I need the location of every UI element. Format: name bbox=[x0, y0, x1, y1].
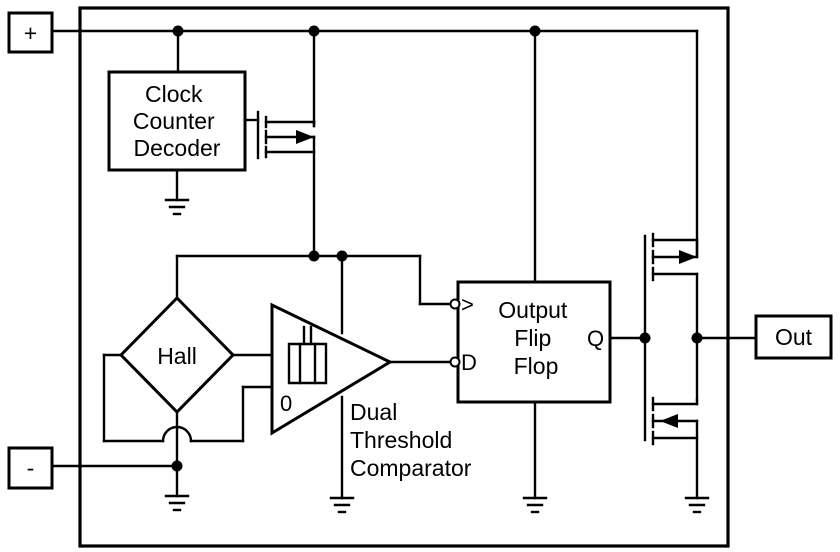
comparator-caption-line-1: Dual bbox=[350, 399, 397, 425]
pmos-switch-top bbox=[243, 110, 316, 258]
supply-rail bbox=[50, 25, 699, 284]
dual-threshold-comparator: 0 Dual Threshold Comparator bbox=[270, 302, 472, 500]
chip-outline bbox=[78, 6, 730, 548]
svg-text:Clock Counter Deco: Clock Counter Decoder bbox=[133, 81, 221, 161]
clock-inversion-bubble bbox=[449, 298, 461, 310]
svg-text:Output Flip Flop: Output Flip Flop bbox=[498, 297, 573, 379]
flip-flop-d-pin: D bbox=[461, 350, 477, 375]
ccd-line-3: Decoder bbox=[134, 135, 221, 161]
out-terminal-label: Out bbox=[775, 324, 813, 350]
hall-element: Hall bbox=[102, 295, 274, 498]
plus-terminal-label: + bbox=[24, 20, 37, 46]
ground-symbol-comparator bbox=[329, 496, 355, 514]
flip-flop-line-3: Flop bbox=[514, 353, 559, 379]
flip-flop-q-pin: Q bbox=[587, 326, 604, 351]
clock-counter-decoder-block: Clock Counter Decoder bbox=[107, 70, 247, 202]
minus-terminal: - bbox=[7, 446, 183, 490]
ccd-line-1: Clock bbox=[145, 81, 203, 107]
ground-symbol-flip-flop bbox=[522, 496, 548, 514]
ccd-line-2: Counter bbox=[133, 108, 215, 134]
minus-terminal-label: - bbox=[27, 455, 35, 481]
hall-bias-rail bbox=[175, 250, 453, 335]
svg-text:Dual Threshold Com: Dual Threshold Comparator bbox=[350, 399, 472, 481]
flip-flop-line-1: Output bbox=[498, 297, 568, 323]
hall-label: Hall bbox=[157, 343, 197, 369]
out-terminal: Out bbox=[754, 314, 833, 360]
flip-flop-line-2: Flip bbox=[514, 325, 551, 351]
output-node bbox=[691, 332, 758, 344]
output-flip-flop: > D Q Output Flip Flop bbox=[449, 280, 647, 500]
nmos-output-transistor bbox=[651, 396, 699, 500]
ground-symbol-output bbox=[684, 496, 710, 514]
ground-symbol-hall bbox=[164, 494, 190, 512]
d-inversion-bubble bbox=[449, 356, 461, 368]
plus-terminal: + bbox=[7, 11, 54, 54]
comparator-zero-label: 0 bbox=[280, 391, 292, 416]
comparator-caption-line-3: Comparator bbox=[350, 455, 472, 481]
output-gate-node bbox=[639, 234, 651, 442]
comparator-caption-line-2: Threshold bbox=[350, 427, 452, 453]
flip-flop-clock-pin: > bbox=[461, 292, 474, 317]
ground-symbol-ccd bbox=[164, 198, 190, 216]
pmos-output-transistor bbox=[651, 232, 699, 402]
